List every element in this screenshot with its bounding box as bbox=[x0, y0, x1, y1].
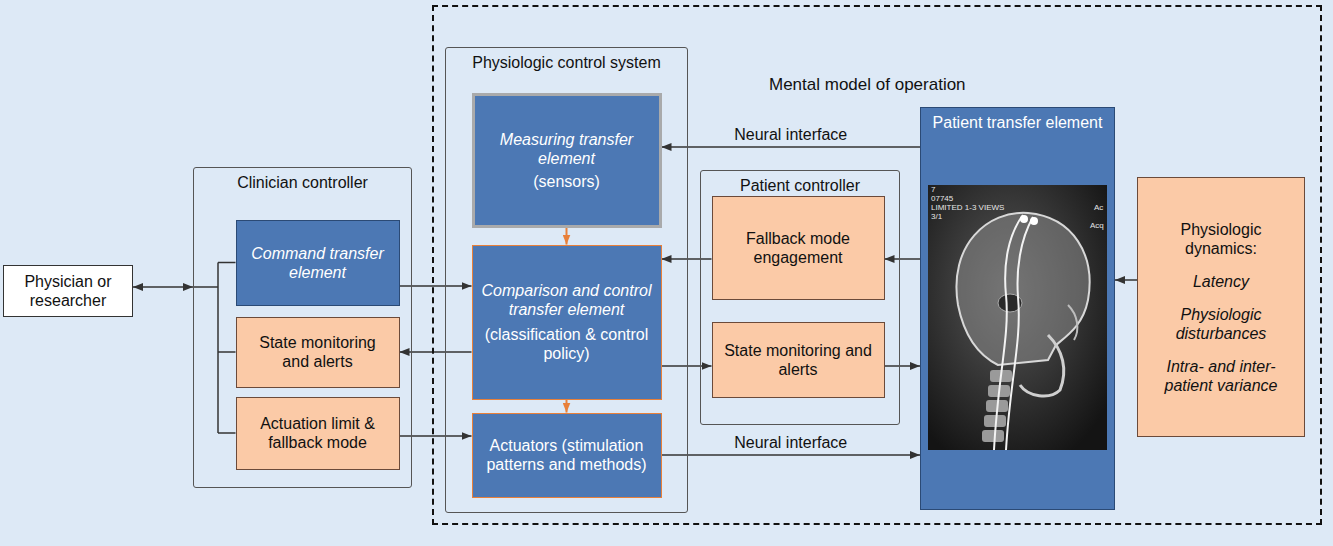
box-label: Physiologic disturbances bbox=[1146, 305, 1296, 343]
box-label: Measuring transfer element bbox=[483, 130, 651, 168]
edge-label: Neural interface bbox=[732, 126, 849, 144]
box-label: State monitoring and alerts bbox=[721, 341, 876, 379]
bracket-line bbox=[218, 432, 236, 434]
connector-arrow bbox=[400, 435, 472, 437]
box-label: (classification & control policy) bbox=[481, 325, 653, 363]
bracket-line bbox=[193, 286, 218, 288]
bracket-line bbox=[217, 263, 219, 434]
connector-arrow bbox=[400, 285, 472, 287]
group-heading: Physiologic control system bbox=[446, 53, 687, 72]
connector-arrow bbox=[885, 365, 921, 367]
xray-annotation: LIMITED 1-3 VIEWS bbox=[931, 204, 1004, 212]
box-label: Physician or researcher bbox=[12, 272, 124, 310]
group-heading: Patient transfer element bbox=[921, 113, 1114, 132]
box-label: Actuators (stimulation patterns and meth… bbox=[481, 436, 653, 474]
process-box: State monitoring and alerts bbox=[236, 317, 400, 388]
box-label: State monitoring and alerts bbox=[245, 333, 391, 371]
process-box: Fallback mode engagement bbox=[712, 196, 885, 300]
connector-arrow bbox=[133, 286, 193, 288]
process-box: Actuators (stimulation patterns and meth… bbox=[472, 413, 662, 498]
xray-annotation: 3/1 bbox=[931, 213, 942, 221]
controller-group: Clinician controllerCommand transfer ele… bbox=[193, 167, 412, 488]
bracket-line bbox=[218, 262, 236, 264]
connector-arrow bbox=[400, 351, 472, 353]
edge-label: Neural interface bbox=[732, 434, 849, 452]
bracket-line bbox=[218, 351, 236, 353]
connector-arrow bbox=[662, 365, 712, 367]
connector-arrow bbox=[885, 258, 921, 260]
connector-arrow bbox=[566, 228, 568, 245]
process-box: Command transfer element bbox=[236, 220, 400, 306]
xray-annotation: Acq bbox=[1090, 222, 1104, 230]
connector-arrow bbox=[1115, 279, 1137, 281]
xray-annotation: 7 bbox=[931, 186, 935, 194]
process-box: Comparison and control transfer element (… bbox=[472, 245, 662, 400]
group-heading: Patient controller bbox=[701, 176, 899, 195]
process-box: State monitoring and alerts bbox=[712, 322, 885, 398]
box-label: Latency bbox=[1193, 272, 1249, 291]
box-label: Fallback mode engagement bbox=[721, 229, 876, 267]
group-heading: Clinician controller bbox=[194, 173, 411, 192]
xray-illustration bbox=[928, 185, 1107, 450]
box-label: Intra- and inter-patient variance bbox=[1146, 357, 1296, 395]
connector-arrow bbox=[662, 146, 921, 148]
connector-arrow bbox=[662, 258, 712, 260]
system-group: Physiologic control systemMeasuring tran… bbox=[445, 47, 688, 513]
process-box: Actuation limit & fallback mode bbox=[236, 397, 400, 470]
dashed-region: Mental model of operation Physiologic con… bbox=[432, 5, 1322, 525]
connector-arrow bbox=[566, 400, 568, 413]
connector-arrow bbox=[662, 454, 921, 456]
box-label: Comparison and control transfer element bbox=[481, 281, 653, 319]
group-heading: Physiologic dynamics: bbox=[1146, 220, 1296, 258]
patient-box: Patient transfer element bbox=[920, 107, 1115, 510]
controller-group: Patient controllerFallback mode engageme… bbox=[700, 170, 900, 425]
box-label: (sensors) bbox=[533, 172, 600, 191]
dynamics-box: Physiologic dynamics: LatencyPhysiologic … bbox=[1137, 177, 1305, 437]
group-heading: Mental model of operation bbox=[769, 75, 966, 95]
box-label: Actuation limit & fallback mode bbox=[245, 414, 391, 452]
process-box: Measuring transfer element (sensors) bbox=[472, 93, 662, 228]
actor-box: Physician or researcher bbox=[3, 265, 133, 317]
xray-annotation: 07745 bbox=[931, 195, 953, 203]
box-label: Command transfer element bbox=[245, 244, 391, 282]
xray-annotation: Ac bbox=[1094, 204, 1103, 212]
